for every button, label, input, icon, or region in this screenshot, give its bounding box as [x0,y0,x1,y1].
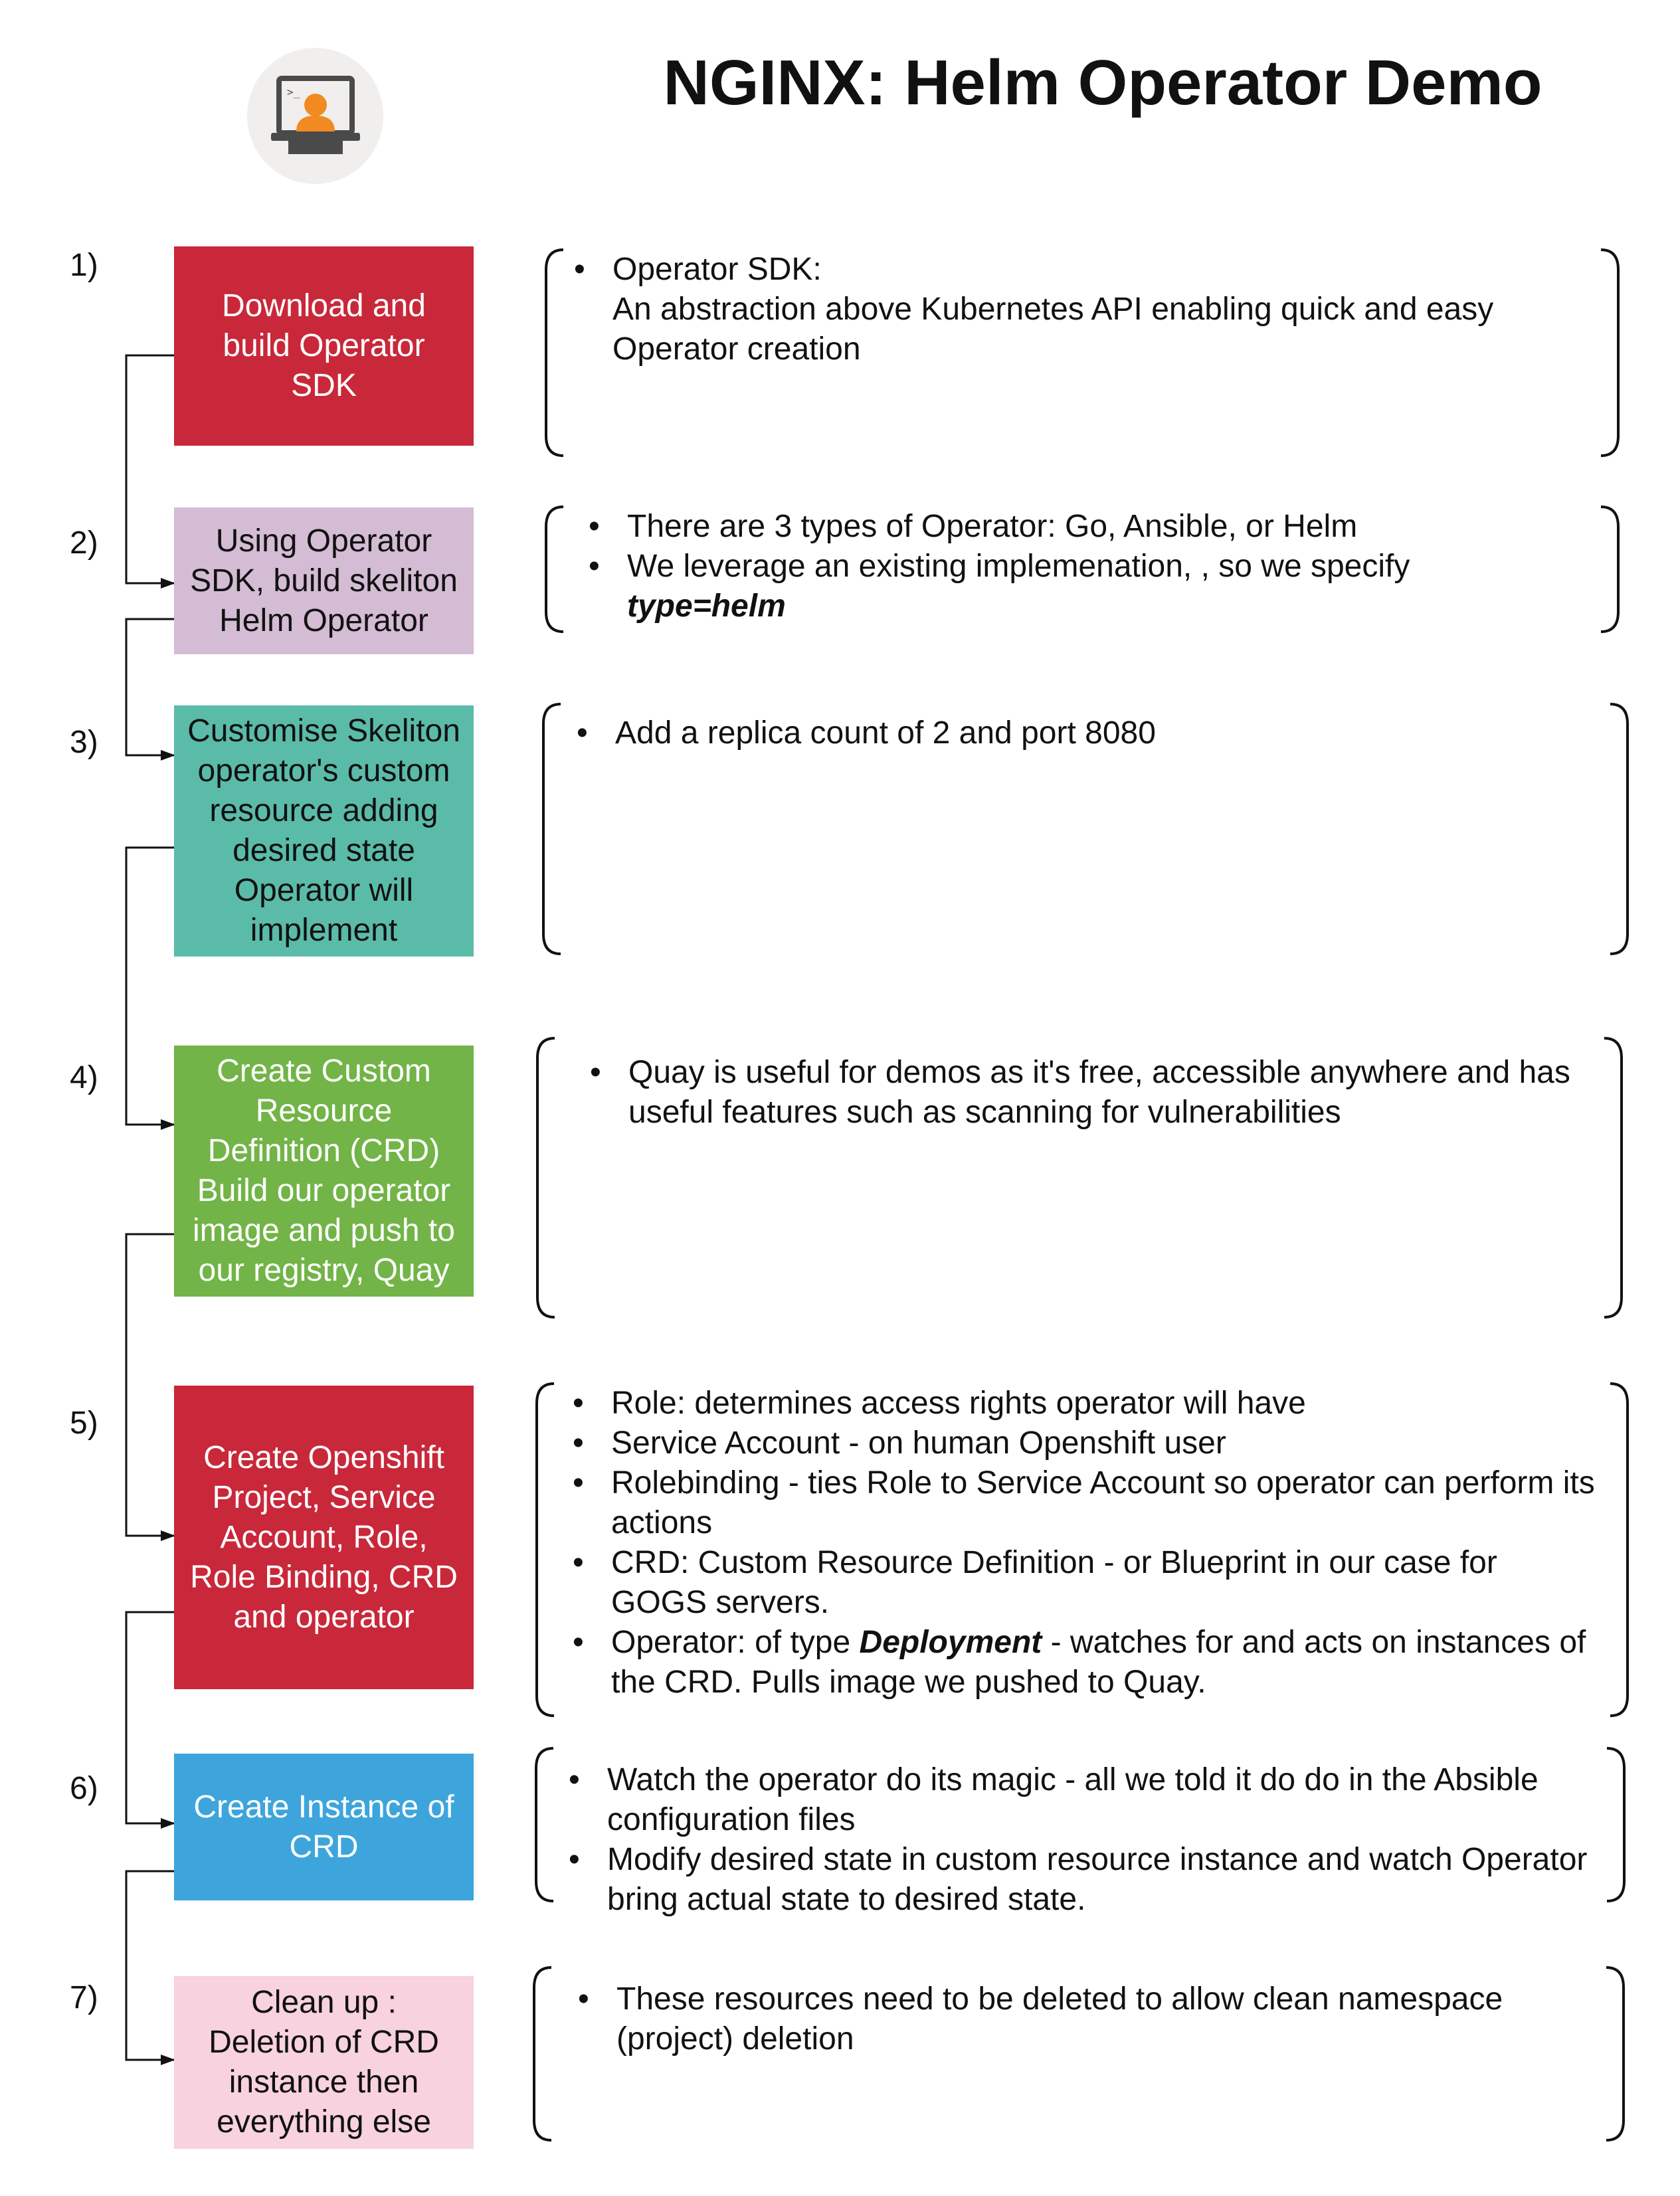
step-number-1: 1) [70,248,98,283]
connector-6-7 [125,1870,183,2065]
step-label-7: Clean up : Deletion of CRD instance then… [209,1985,439,2140]
note-bracket [533,1966,1625,2142]
note-bracket [542,703,1629,955]
step-label-5: Create Openshift Project, Service Accoun… [190,1439,458,1635]
step-note-5: Role: determines access rights operator … [534,1382,1630,1717]
step-box-5: Create Openshift Project, Service Accoun… [174,1386,474,1689]
note-list-6: Watch the operator do its magic - all we… [569,1760,1595,1920]
terminal-user-icon: >_ [247,48,383,184]
note-list-3: Add a replica count of 2 and port 8080 [577,713,1573,753]
connector-3-4 [125,846,175,1130]
note-item: Watch the operator do its magic - all we… [569,1760,1595,1840]
step-number-6: 6) [70,1771,98,1806]
note-item: Service Account - on human Openshift use… [573,1423,1596,1463]
note-bracket [535,1382,1629,1717]
note-bracket [545,248,1620,457]
note-item: Rolebinding - ties Role to Service Accou… [573,1463,1596,1543]
step-number-4: 4) [70,1060,98,1095]
note-item: Role: determines access rights operator … [573,1384,1596,1423]
note-item: Modify desired state in custom resource … [569,1840,1595,1920]
step-number-7: 7) [70,1980,98,2015]
step-box-7: Clean up : Deletion of CRD instance then… [174,1976,474,2149]
step-label-6: Create Instance of CRD [193,1789,454,1865]
note-item: Operator SDK: An abstraction above Kuber… [574,250,1570,369]
note-list-7: These resources need to be deleted to al… [578,1979,1561,2059]
step-box-1: Download and build Operator SDK [174,246,474,446]
note-item: Add a replica count of 2 and port 8080 [577,713,1573,753]
step-box-3: Customise Skeliton operator's custom res… [174,705,474,957]
connector-4-5 [125,1233,175,1541]
step-box-6: Create Instance of CRD [174,1754,474,1900]
step-label-3: Customise Skeliton operator's custom res… [187,713,460,948]
step-note-7: These resources need to be deleted to al… [531,1966,1626,2142]
note-bracket [535,1747,1626,1902]
note-bracket [545,505,1620,633]
step-note-6: Watch the operator do its magic - all we… [533,1747,1627,1917]
connector-2-3 [125,618,175,761]
step-label-1: Download and build Operator SDK [222,288,426,403]
step-box-2: Using Operator SDK, build skeliton Helm … [174,507,474,654]
note-item: There are 3 types of Operator: Go, Ansib… [589,507,1572,547]
note-list-5: Role: determines access rights operator … [573,1384,1596,1702]
step-label-2: Using Operator SDK, build skeliton Helm … [190,523,458,638]
step-note-2: There are 3 types of Operator: Go, Ansib… [543,505,1621,633]
note-item: We leverage an existing implemenation, ,… [589,547,1572,626]
note-list-2: There are 3 types of Operator: Go, Ansib… [589,507,1572,626]
connector-5-6 [125,1611,186,1829]
note-item: CRD: Custom Resource Definition - or Blu… [573,1543,1596,1623]
svg-text:>_: >_ [287,86,300,98]
deployment-emphasis: Deployment [859,1625,1042,1660]
page-title: NGINX: Helm Operator Demo [663,47,1542,118]
type-helm-emphasis: type=helm [627,589,786,624]
step-note-1: Operator SDK: An abstraction above Kuber… [543,248,1621,457]
note-item: These resources need to be deleted to al… [578,1979,1561,2059]
step-note-3: Add a replica count of 2 and port 8080 [541,703,1630,955]
connector-1-2 [125,354,175,589]
note-list-4: Quay is useful for demos as it's free, a… [590,1053,1573,1133]
note-item: Quay is useful for demos as it's free, a… [590,1053,1573,1133]
step-label-4: Create Custom Resource Definition (CRD) … [193,1053,455,1288]
step-number-2: 2) [70,525,98,561]
note-item: Operator: of type Deployment - watches f… [573,1623,1596,1702]
note-list-1: Operator SDK: An abstraction above Kuber… [574,250,1570,369]
step-number-3: 3) [70,725,98,760]
step-note-4: Quay is useful for demos as it's free, a… [535,1037,1624,1319]
step-box-4: Create Custom Resource Definition (CRD) … [174,1046,474,1297]
step-number-5: 5) [70,1406,98,1441]
note-bracket [536,1037,1623,1319]
